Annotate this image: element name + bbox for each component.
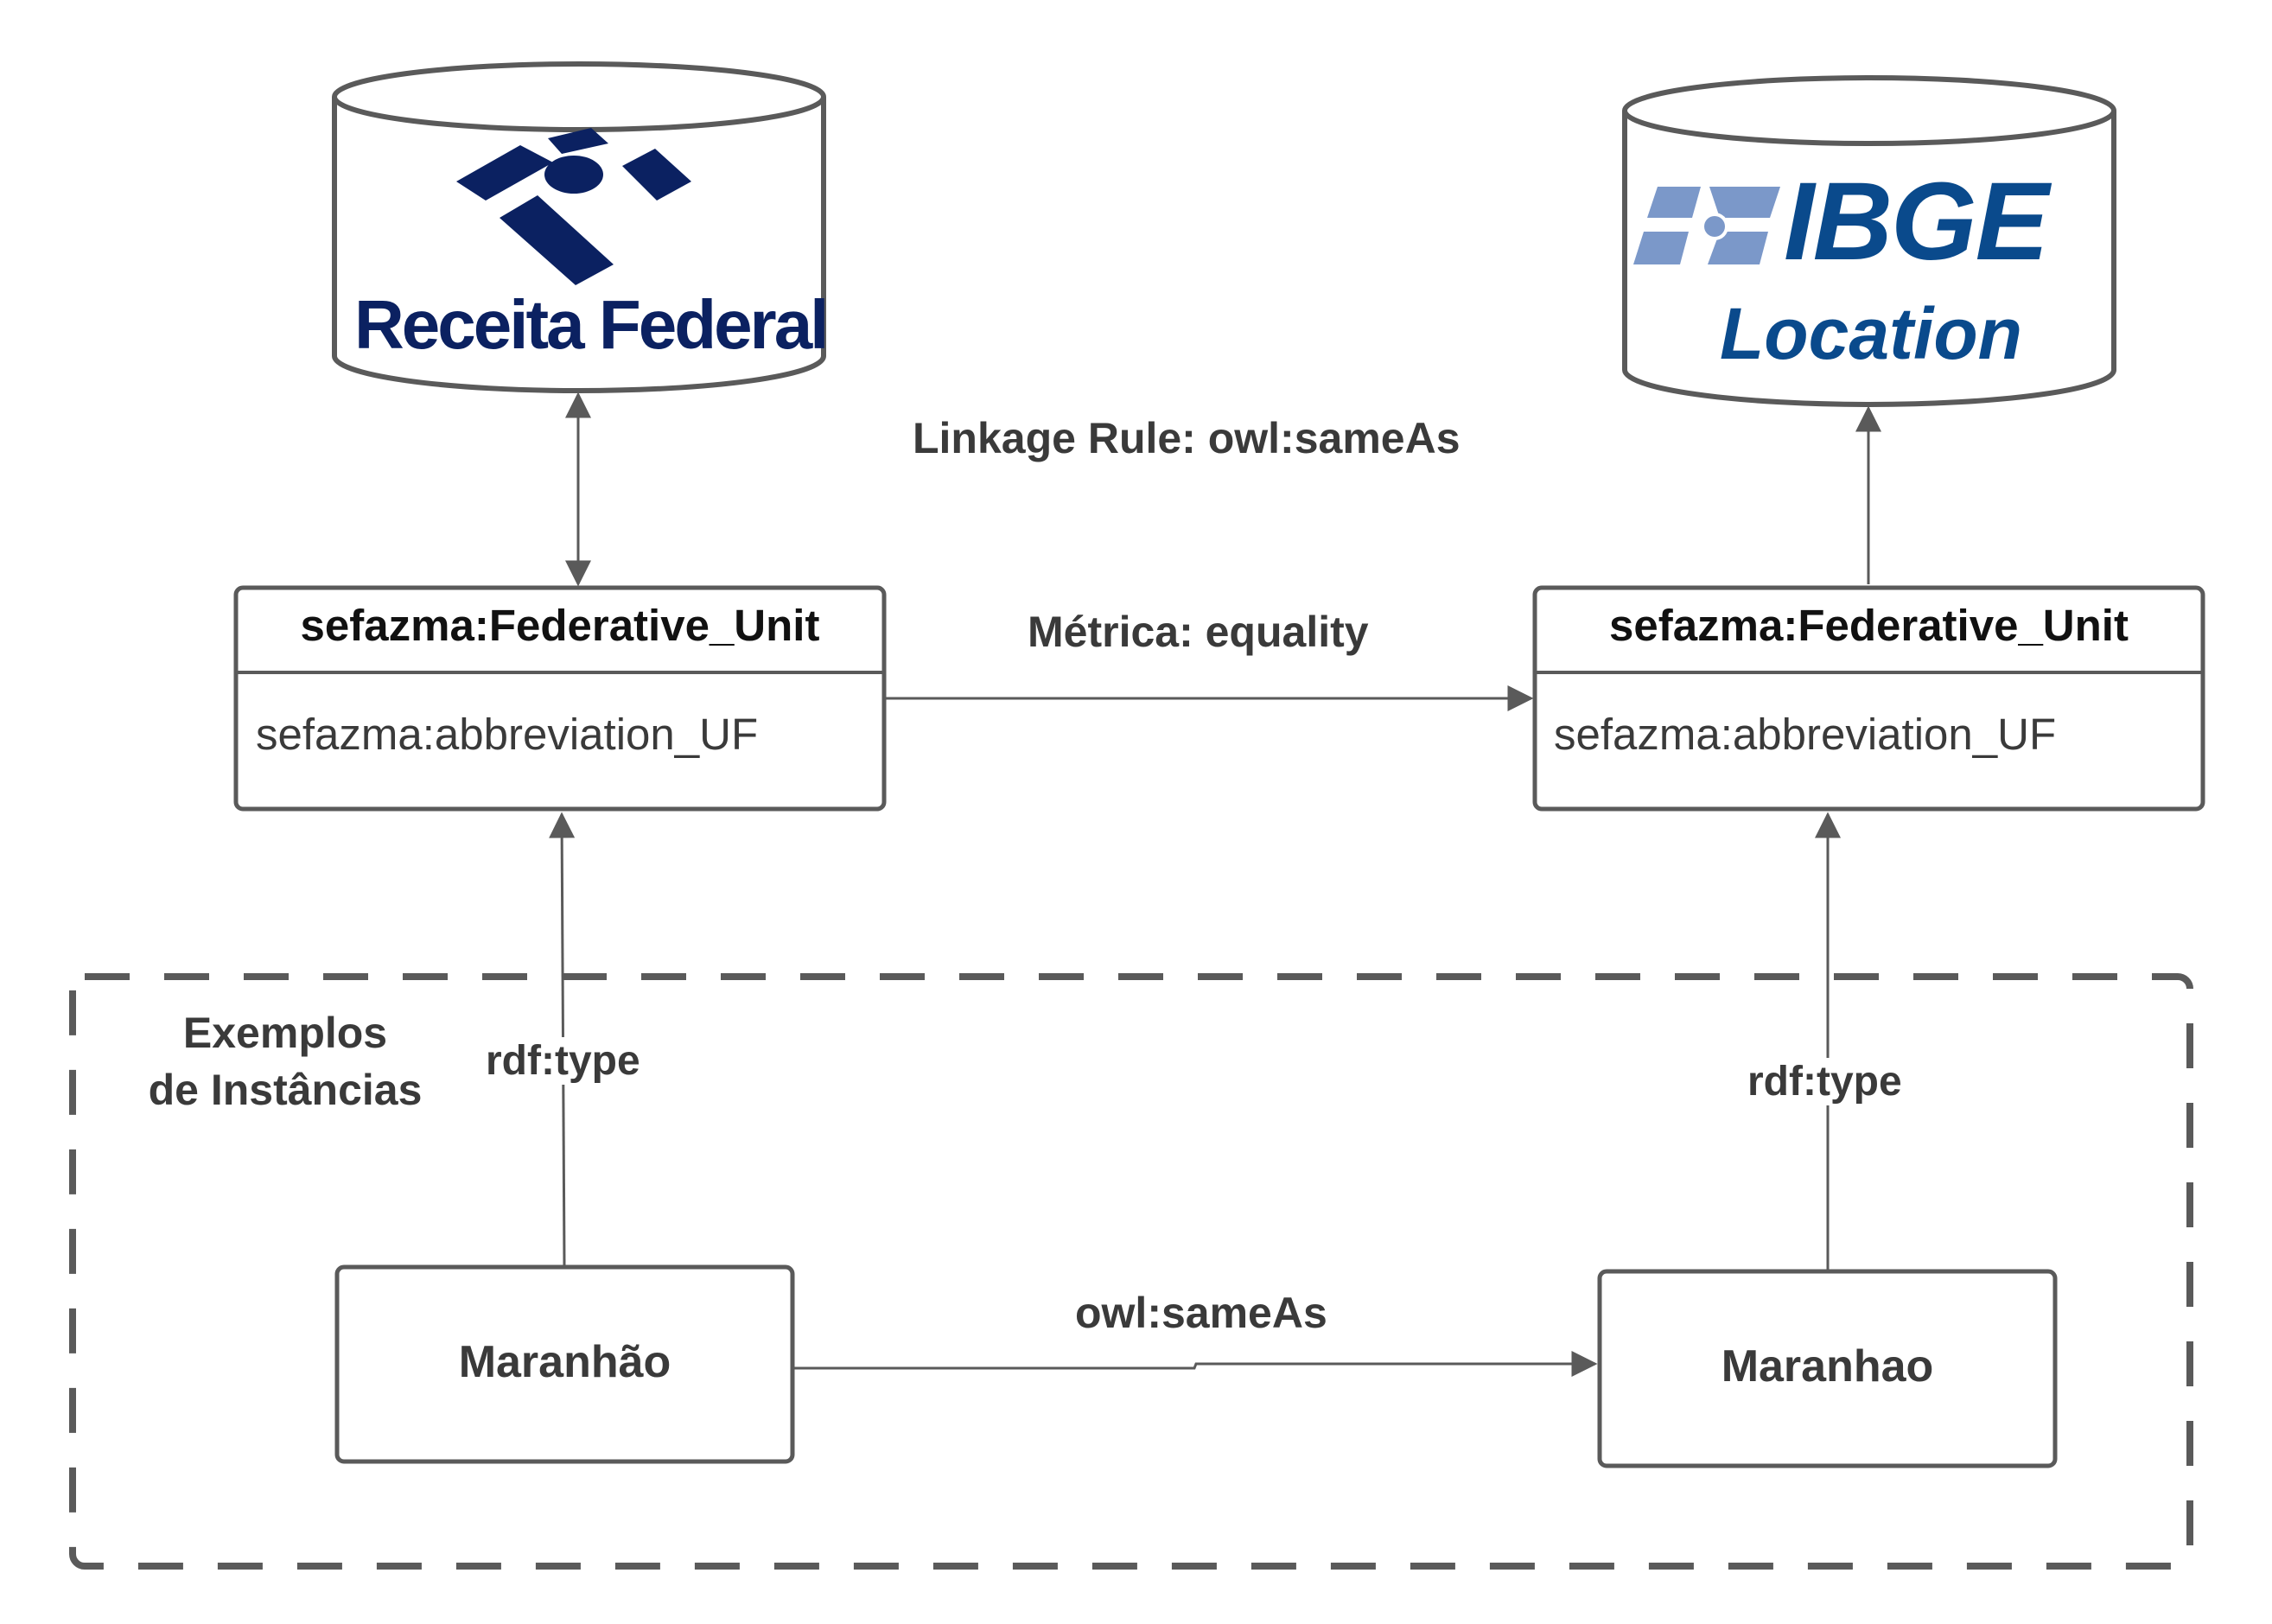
right-rdf-type-label: rdf:type <box>1744 1058 1906 1105</box>
left-class-title: sefazma:Federative_Unit <box>300 601 820 650</box>
right-instance-label: Maranhao <box>1721 1341 1934 1392</box>
examples-label-line1: Exemplos <box>182 1009 388 1057</box>
right-class-title: sefazma:Federative_Unit <box>1609 601 2129 650</box>
metric-label: Métrica: equality <box>1028 608 1369 656</box>
right-class-box <box>1532 585 2205 812</box>
left-instance-label: Maranhão <box>458 1337 671 1387</box>
examples-label-line2: de Instâncias <box>148 1066 423 1114</box>
right-class-attribute: sefazma:abbreviation_UF <box>1554 710 2057 759</box>
receita-federal-logo <box>456 128 691 285</box>
examples-frame <box>69 973 2193 1570</box>
owl-sameas-instance-edge <box>794 1351 1598 1377</box>
ibge-location-text: Location <box>1720 293 2022 374</box>
left-rdf-type-label: rdf:type <box>482 1037 644 1085</box>
left-instance-box <box>334 1264 795 1464</box>
ibge-logo-text: IBGE <box>1784 160 2049 283</box>
left-class-attribute: sefazma:abbreviation_UF <box>256 710 759 759</box>
examples-label: Exemplos de Instâncias <box>121 1004 449 1118</box>
linkage-rule-label: Linkage Rule: owl:sameAs <box>913 414 1461 462</box>
receita-federal-logo-text: Receita Federal <box>354 286 829 363</box>
left-class-box <box>233 585 887 812</box>
right-instance-box <box>1597 1269 2058 1468</box>
ibge-logo-icon <box>1633 187 1780 264</box>
ibge-database-cylinder <box>1622 75 2116 407</box>
owl-sameas-edge-label: owl:sameAs <box>1075 1289 1327 1337</box>
